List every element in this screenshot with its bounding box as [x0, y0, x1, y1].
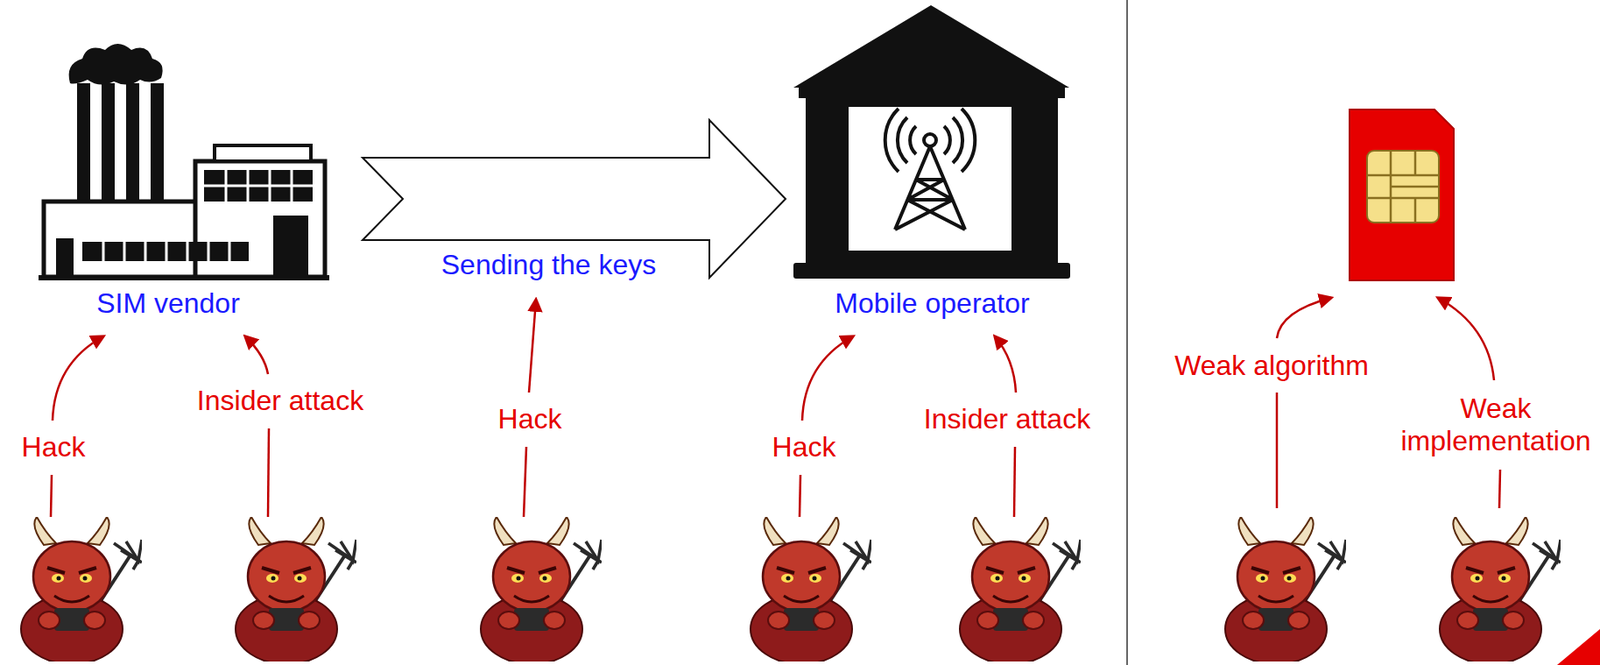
sim-card-icon — [1349, 109, 1454, 281]
threat-label: Hack — [498, 402, 563, 436]
threat-label: Insider attack — [197, 384, 364, 417]
node-label: Mobile operator — [834, 287, 1030, 320]
divider-line — [1126, 0, 1128, 665]
threat-label: Weak algorithm — [1174, 349, 1369, 382]
operator-building-icon — [793, 5, 1071, 279]
entity-node: SIM vendor — [26, 48, 363, 325]
threat-label: Insider attack — [923, 402, 1091, 436]
attacker-devils — [21, 516, 1561, 664]
threat-label: Weak implementation — [1397, 392, 1595, 458]
threat-label: Hack — [21, 430, 86, 464]
entity-node: Mobile operator — [785, 0, 1079, 325]
corner-mark — [1557, 628, 1600, 665]
node-label: SIM vendor — [96, 287, 240, 320]
edge-label: Sending the keys — [441, 248, 657, 282]
leader-arrows — [50, 297, 1501, 517]
threat-label: Hack — [772, 430, 837, 464]
factory-icon — [38, 43, 330, 281]
